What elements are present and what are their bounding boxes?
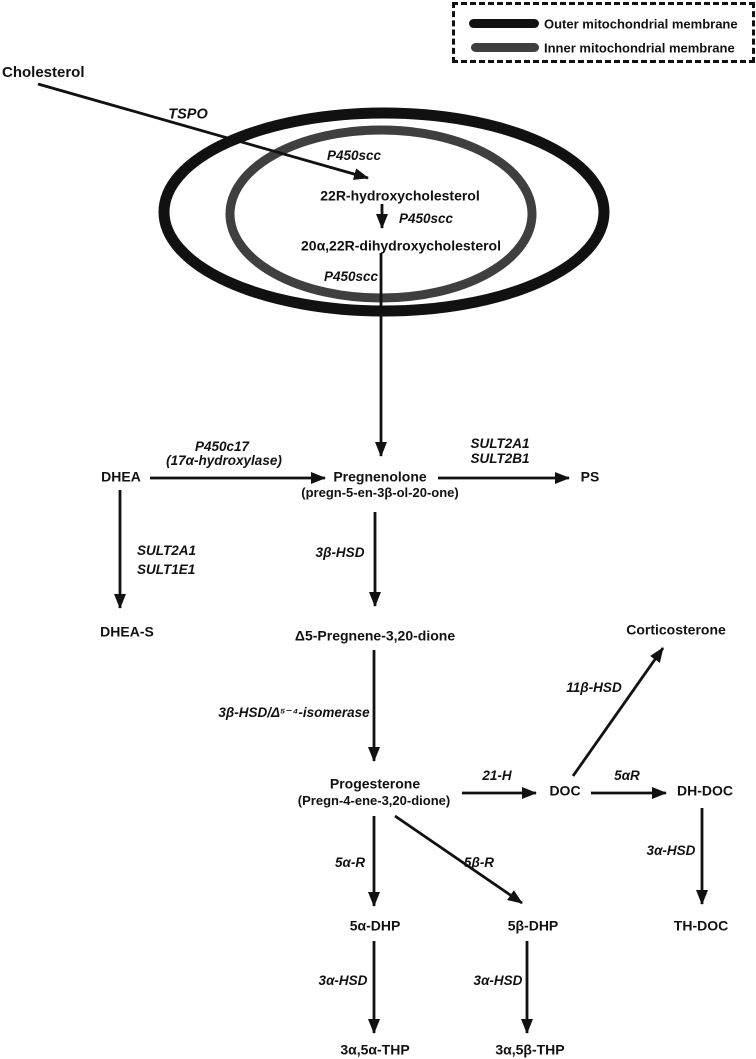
node-dhea: DHEA [101,468,141,485]
inner-membrane-legend-label: Inner mitochondrial membrane [544,40,735,56]
enzyme-sult2b1: SULT2B1 [470,450,530,466]
inner-membrane-swatch [471,43,539,52]
doc-to-corticosterone-arrow [571,647,665,777]
node-cholesterol: Cholesterol [2,64,85,82]
node-d5-pregnene-dione: Δ5-Pregnene-3,20-dione [294,627,456,644]
node-doc: DOC [549,782,581,799]
node-5a-dhp: 5α-DHP [349,917,401,934]
node-dh-doc: DH-DOC [677,782,733,799]
enzyme-sult1e1: SULT1E1 [137,561,196,577]
enzyme-sult2a1-top: SULT2A1 [470,435,530,451]
enzyme-3a-hsd-right: 3α-HSD [646,842,696,858]
enzyme-5ar-doc: 5αR [614,767,640,783]
node-3a5b-thp: 3α,5β-THP [495,1041,565,1058]
node-dhea-s: DHEA-S [100,623,154,640]
node-20a22r-dihydroxycholesterol: 20α,22R-dihydroxycholesterol [300,237,502,254]
node-pregnenolone: Pregnenolone [333,468,427,485]
enzyme-3a-hsd-left: 3α-HSD [318,972,368,988]
node-th-doc: TH-DOC [673,917,729,934]
cholesterol-tspo-arrow [37,82,369,180]
enzyme-p450scc-1: P450scc [326,147,382,163]
enzyme-sult2a1-left: SULT2A1 [137,542,197,558]
node-corticosterone: Corticosterone [626,621,726,638]
enzyme-tspo: TSPO [168,106,208,123]
outer-membrane-legend-label: Outer mitochondrial membrane [544,16,738,32]
outer-mitochondrial-membrane-ellipse [158,107,610,317]
enzyme-p450scc-2: P450scc [398,210,454,226]
enzyme-5b-r: 5β-R [463,854,495,870]
enzyme-3b-hsd-isomerase: 3β-HSD/Δ⁵⁻⁴-isomerase [218,704,370,720]
node-3a5a-thp: 3α,5α-THP [340,1041,410,1058]
enzyme-p450scc-3: P450scc [323,268,379,284]
node-ps: PS [580,468,600,485]
enzyme-p450c17-sub: (17α-hydroxylase) [166,452,282,468]
node-5b-dhp: 5β-DHP [507,917,559,934]
membrane-legend: Outer mitochondrial membrane Inner mitoc… [452,2,755,63]
progesterone-to-5bdhp-arrow [394,814,523,905]
node-progesterone-iupac: (Pregn-4-ene-3,20-dione) [297,793,451,809]
node-progesterone: Progesterone [329,775,421,792]
enzyme-p450c17: P450c17 [194,438,250,454]
enzyme-21-h: 21-H [482,767,512,783]
enzyme-3b-hsd: 3β-HSD [315,544,365,560]
enzyme-5a-r: 5α-R [334,854,366,870]
enzyme-3a-hsd-mid: 3α-HSD [473,972,523,988]
node-pregnenolone-iupac: (pregn-5-en-3β-ol-20-one) [301,485,459,501]
outer-membrane-swatch [469,19,539,28]
node-22r-hydroxycholesterol: 22R-hydroxycholesterol [320,187,480,204]
enzyme-11b-hsd: 11β-HSD [566,679,622,695]
